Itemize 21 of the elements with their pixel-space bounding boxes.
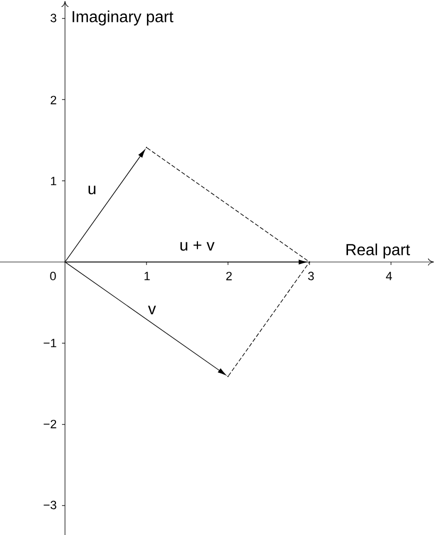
tick-label: −1 xyxy=(44,338,56,348)
tick-label: 1 xyxy=(144,272,150,280)
tick-label: 3 xyxy=(50,14,56,22)
tick-label: 2 xyxy=(50,96,56,104)
tick-label: 0 xyxy=(50,272,56,280)
dashed-line xyxy=(228,262,310,376)
edge-label: v xyxy=(147,304,157,316)
tick-label: 1 xyxy=(51,176,56,186)
axis-label: Real part xyxy=(346,244,410,258)
tick-label: −2 xyxy=(44,420,56,428)
tick-label: 2 xyxy=(226,272,232,280)
arrow xyxy=(65,150,146,262)
dashed-line xyxy=(146,148,310,262)
edge-label: u + v xyxy=(178,240,216,252)
tick-label: 4 xyxy=(386,272,392,280)
tick-label: −3 xyxy=(44,500,56,510)
arrow xyxy=(65,260,307,264)
arrow xyxy=(65,262,226,376)
edge-label: u xyxy=(86,184,98,196)
axis-label: Imaginary part xyxy=(72,10,174,26)
tick-label: 3 xyxy=(308,272,314,280)
